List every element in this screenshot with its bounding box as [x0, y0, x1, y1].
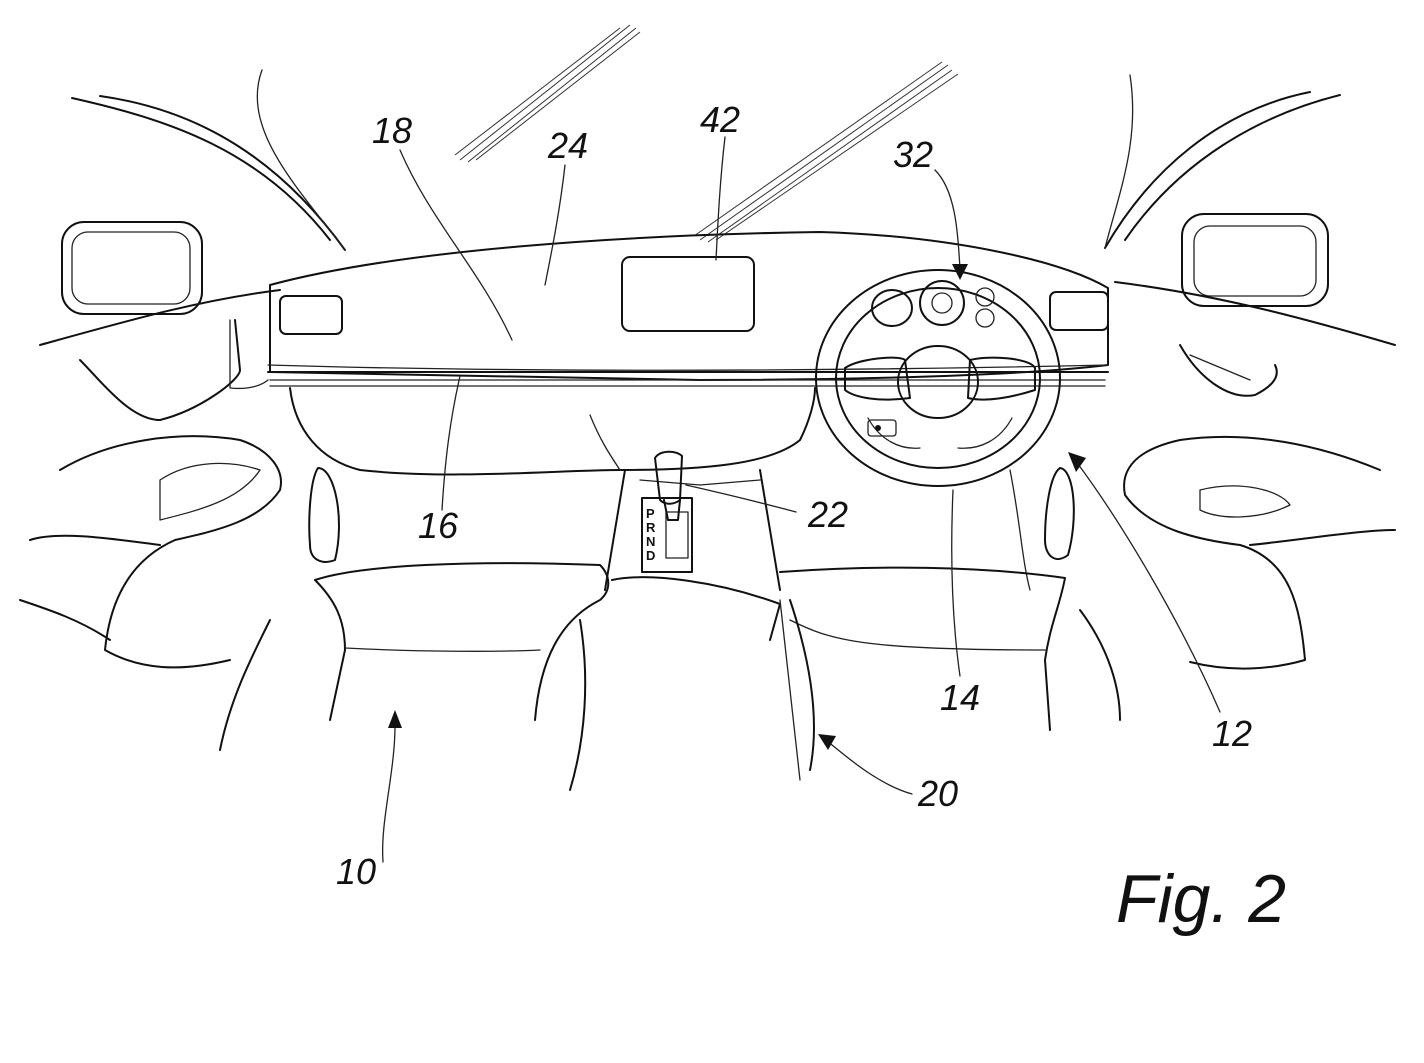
left-door [19, 289, 282, 669]
center-console [604, 450, 781, 641]
center-display [621, 256, 755, 332]
label-22: 22 [807, 494, 848, 535]
right-seat [779, 566, 1121, 781]
reference-numerals: 18 24 42 32 16 22 14 12 20 10 [336, 99, 1252, 892]
label-32: 32 [893, 134, 933, 175]
label-20: 20 [917, 773, 958, 814]
gear-r-label: R [646, 520, 656, 535]
right-side-mirror [1181, 213, 1329, 307]
label-14: 14 [940, 677, 980, 718]
instrument-cluster [871, 280, 995, 328]
a-pillars [71, 69, 1341, 251]
label-16: 16 [418, 505, 459, 546]
gear-selector: P R N D [646, 506, 656, 563]
windshield-hatching [454, 24, 959, 243]
right-door [1114, 281, 1396, 670]
label-10: 10 [336, 851, 376, 892]
footwell-vents [308, 467, 1075, 591]
label-24: 24 [547, 125, 588, 166]
gear-n-label: N [646, 534, 655, 549]
dashboard [229, 231, 1109, 476]
leader-lines [381, 136, 1221, 863]
label-42: 42 [700, 99, 740, 140]
gear-d-label: D [646, 548, 655, 563]
figure-caption: Fig. 2 [1116, 861, 1286, 937]
steering-wheel [815, 269, 1061, 487]
gear-p-label: P [646, 506, 655, 521]
label-18: 18 [372, 110, 412, 151]
label-12: 12 [1212, 713, 1252, 754]
left-seat [219, 562, 610, 791]
left-side-mirror [61, 221, 203, 315]
